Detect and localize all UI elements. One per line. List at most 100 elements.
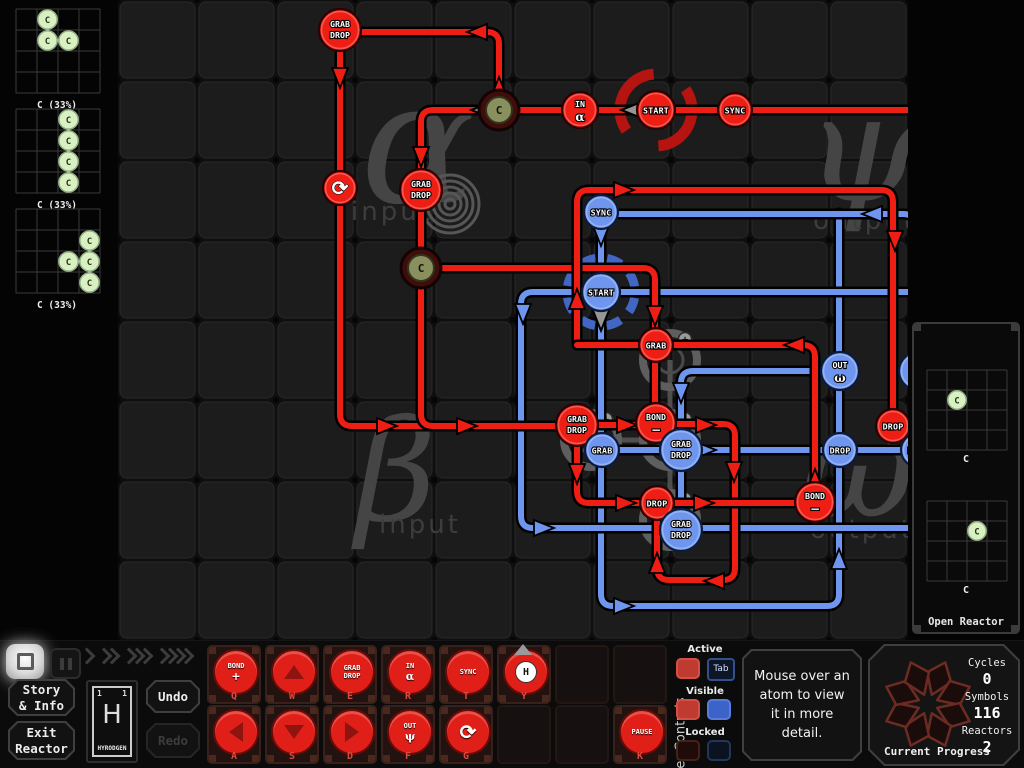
reactor-cell[interactable] bbox=[672, 241, 749, 319]
reactor-cell[interactable] bbox=[435, 401, 512, 479]
story-info-button[interactable]: Story & Info bbox=[8, 679, 75, 716]
reactor-cell[interactable] bbox=[277, 81, 354, 159]
instruction-node-grab-drop[interactable] bbox=[658, 507, 704, 553]
reactor-cell[interactable] bbox=[198, 241, 275, 319]
direction-arrow-red[interactable] bbox=[885, 230, 905, 254]
palette-tri-left-button[interactable]: A bbox=[207, 705, 261, 764]
reactor-cell[interactable] bbox=[277, 481, 354, 559]
reactor-cell[interactable] bbox=[593, 1, 670, 79]
reactor-cell[interactable] bbox=[514, 481, 591, 559]
direction-arrow-red[interactable] bbox=[330, 67, 350, 91]
palette-bond-+-button[interactable]: BOND+Q bbox=[207, 645, 261, 704]
reactor-cell[interactable] bbox=[435, 321, 512, 399]
visible-blue-layer-swatch[interactable] bbox=[707, 699, 731, 720]
reactor-cell[interactable] bbox=[830, 481, 907, 559]
reactor-board[interactable]: αinputψoutputβinputωoutput++++CCGRABDROP… bbox=[118, 0, 908, 640]
reactor-cell[interactable] bbox=[356, 561, 433, 639]
reactor-cell[interactable] bbox=[198, 321, 275, 399]
tab-key-button[interactable]: Tab bbox=[707, 658, 735, 681]
reactor-cell[interactable] bbox=[830, 81, 907, 159]
direction-arrow-blue[interactable] bbox=[513, 303, 533, 327]
direction-arrow-red[interactable] bbox=[376, 416, 400, 436]
direction-arrow-red[interactable] bbox=[613, 180, 637, 200]
reactor-cell[interactable] bbox=[356, 321, 433, 399]
reactor-cell[interactable] bbox=[751, 241, 828, 319]
instruction-node-out-ω[interactable] bbox=[819, 350, 861, 392]
direction-arrow-red[interactable] bbox=[647, 550, 667, 574]
visible-red-layer-swatch[interactable] bbox=[676, 699, 700, 720]
reactor-cell[interactable] bbox=[751, 561, 828, 639]
reactor-cell[interactable] bbox=[593, 561, 670, 639]
reactor-cell[interactable] bbox=[751, 81, 828, 159]
reactor-cell[interactable] bbox=[119, 161, 196, 239]
reactor-cell[interactable] bbox=[830, 241, 907, 319]
reactor-cell[interactable] bbox=[119, 401, 196, 479]
instruction-node-grab-drop[interactable] bbox=[398, 167, 444, 213]
reactor-cell[interactable] bbox=[198, 401, 275, 479]
locked-blue-layer-swatch[interactable] bbox=[707, 740, 731, 761]
instruction-node-sync[interactable] bbox=[716, 91, 754, 129]
palette-rotate-button[interactable]: ⟳G bbox=[439, 705, 493, 764]
instruction-node-start[interactable] bbox=[580, 271, 622, 313]
direction-arrow-red[interactable] bbox=[616, 415, 640, 435]
speed-2x-button[interactable] bbox=[95, 647, 121, 665]
instruction-node-grab-drop[interactable] bbox=[554, 402, 600, 448]
direction-arrow-blue[interactable] bbox=[671, 382, 691, 406]
reactor-cell[interactable] bbox=[119, 81, 196, 159]
direction-arrow-red[interactable] bbox=[411, 146, 431, 170]
direction-arrow-blue[interactable] bbox=[829, 546, 849, 570]
direction-arrow-blue[interactable] bbox=[859, 204, 883, 224]
reactor-cell[interactable] bbox=[514, 321, 591, 399]
reactor-cell[interactable] bbox=[672, 161, 749, 239]
direction-arrow-blue[interactable] bbox=[533, 518, 557, 538]
locked-red-layer-swatch[interactable] bbox=[676, 740, 700, 761]
reactor-cell[interactable] bbox=[277, 561, 354, 639]
instruction-node-drop[interactable] bbox=[821, 431, 859, 469]
direction-arrow-red[interactable] bbox=[724, 461, 744, 485]
reactor-cell[interactable] bbox=[277, 321, 354, 399]
palette-tri-up-button[interactable]: W bbox=[265, 645, 319, 704]
reactor-cell[interactable] bbox=[830, 1, 907, 79]
instruction-node-grab-drop[interactable] bbox=[658, 427, 704, 473]
pause-playback-button[interactable] bbox=[50, 648, 81, 679]
direction-arrow-red[interactable] bbox=[693, 493, 717, 513]
instruction-node-drop[interactable] bbox=[899, 433, 908, 467]
reactor-cell[interactable] bbox=[119, 1, 196, 79]
reactor-cell[interactable] bbox=[119, 321, 196, 399]
reactor-cell[interactable] bbox=[277, 241, 354, 319]
reactor-cell[interactable] bbox=[435, 1, 512, 79]
direction-arrow-red[interactable] bbox=[615, 493, 639, 513]
instruction-node-out-ω[interactable] bbox=[897, 352, 908, 390]
instruction-node-drop[interactable] bbox=[638, 484, 676, 522]
reactor-cell[interactable] bbox=[119, 241, 196, 319]
reactor-cell[interactable] bbox=[198, 561, 275, 639]
direction-arrow-red[interactable] bbox=[567, 463, 587, 487]
direction-arrow-red[interactable] bbox=[456, 416, 480, 436]
direction-arrow-red[interactable] bbox=[464, 22, 488, 42]
exit-reactor-button[interactable]: Exit Reactor bbox=[8, 721, 75, 760]
reactor-cell[interactable] bbox=[198, 81, 275, 159]
direction-arrow-red[interactable] bbox=[567, 286, 587, 310]
direction-arrow-red[interactable] bbox=[781, 335, 805, 355]
instruction-node-start[interactable] bbox=[635, 89, 677, 131]
undo-button[interactable]: Undo bbox=[146, 680, 200, 713]
instruction-node-sync[interactable] bbox=[582, 193, 620, 231]
redo-button[interactable]: Redo bbox=[146, 723, 200, 758]
direction-arrow-red[interactable] bbox=[645, 305, 665, 329]
stop-button[interactable] bbox=[6, 644, 44, 679]
reactor-cell[interactable] bbox=[672, 1, 749, 79]
speed-1x-button[interactable] bbox=[78, 647, 96, 665]
instruction-node-rotate-cw[interactable] bbox=[321, 169, 359, 207]
instruction-node-grab[interactable] bbox=[637, 326, 675, 364]
reactor-cell[interactable] bbox=[356, 81, 433, 159]
reactor-cell[interactable] bbox=[119, 481, 196, 559]
active-red-layer-swatch[interactable] bbox=[676, 658, 700, 679]
reactor-cell[interactable] bbox=[514, 1, 591, 79]
reactor-cell[interactable] bbox=[435, 481, 512, 559]
reactor-cell[interactable] bbox=[198, 481, 275, 559]
instruction-node-in-α[interactable] bbox=[560, 90, 600, 130]
